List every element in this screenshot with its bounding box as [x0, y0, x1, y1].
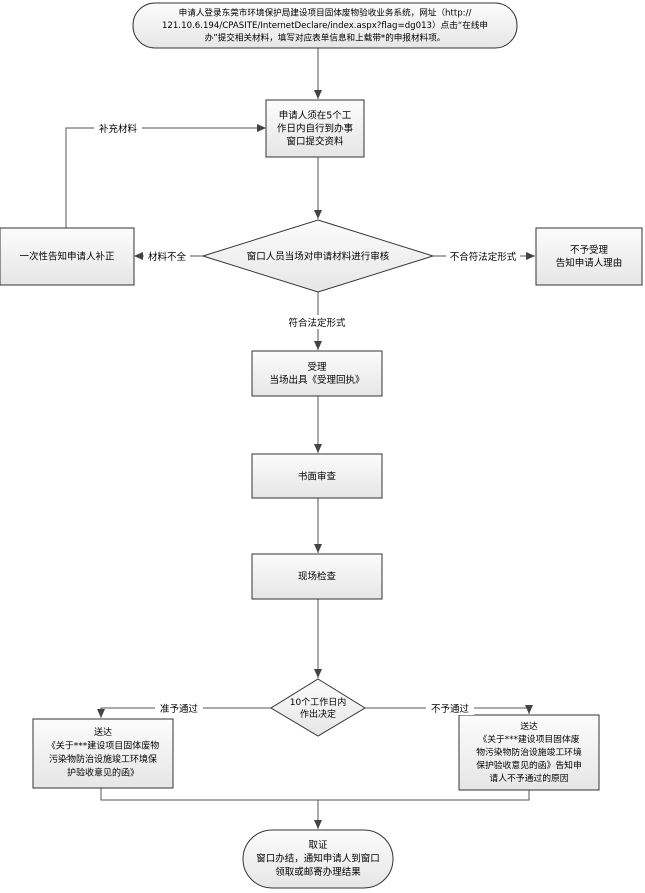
node-text-line: 当场出具《受理回执》 [269, 374, 364, 386]
node-text-line: 《关于***建设项目固体废物 [47, 740, 160, 752]
edge-label-incomplete: 材料不全 [148, 251, 187, 263]
node-text-line: 121.10.6.194/CPASITE/InternetDeclare/ind… [162, 19, 488, 31]
node-text-line: 请人不予通过的原因 [489, 772, 568, 784]
review-label: 窗口人员当场对申请材料进行审核 [247, 250, 390, 262]
deny-doc-label: 送达《关于***建设项目固体废物污染物防治设施竣工环境保护验收意见的函》告知申请… [476, 720, 582, 784]
accept-node-shape [251, 350, 383, 397]
edge-decision-to-deny [365, 705, 533, 714]
node-text-line: 一次性告知申请人补正 [19, 250, 115, 262]
node-text-line: 污染物防治设施竣工环境保 [49, 753, 157, 765]
node-text-line: 申请人须在5个工 [279, 109, 352, 121]
node-text-line: 领取或邮寄办理结果 [275, 866, 361, 878]
accept-label: 受理当场出具《受理回执》 [269, 361, 364, 386]
edge-notify-to-submit [65, 124, 266, 228]
edge-approve-merge [100, 788, 318, 801]
written-review-node-shape [251, 453, 383, 499]
node-text-line: 办”提交相关材料，填写对应表单信息和上载带*的申报材料项。 [205, 32, 446, 44]
node-text-line: 送达 [94, 726, 112, 738]
node-text-line: 作日内自行到办事 [277, 122, 354, 134]
node-text-line: 受理 [307, 361, 327, 373]
edge-label-compliant: 符合法定形式 [288, 317, 346, 329]
start-label: 申请人登录东莞市环境保护局建设项目固体废物验收业务系统，网址（http://12… [162, 7, 488, 44]
node-text-line: 护验收意见的函》 [67, 767, 139, 779]
node-text-line: 书面审查 [298, 470, 337, 482]
node-text-line: 告知申请人理由 [556, 257, 623, 269]
node-text-line: 窗口提交资料 [286, 135, 344, 147]
node-text-line: 10个工作日内 [290, 696, 346, 708]
edge-label-supplement: 补充材料 [99, 123, 138, 135]
submit-label: 申请人须在5个工作日内自行到办事窗口提交资料 [277, 109, 354, 147]
start-node-shape [132, 2, 518, 49]
site-check-label: 现场检查 [298, 570, 337, 582]
notify-node-shape [0, 227, 135, 286]
edge-label-denied: 不予通过 [431, 703, 470, 715]
approve-doc-label: 送达《关于***建设项目固体废物污染物防治设施竣工环境保护验收意见的函》 [47, 726, 160, 779]
edge-label-approved: 准予通过 [160, 703, 199, 715]
node-text-line: 取证 [308, 840, 328, 851]
deny-doc-node-shape [458, 714, 600, 791]
edge-labels: 补充材料 材料不全 不合符法定形式 符合法定形式 准予通过 不予通过 [94, 121, 520, 715]
submit-node-shape [265, 99, 365, 158]
node-text-line: 现场检查 [298, 570, 337, 582]
node-text-line: 保护验收意见的函》告知申 [476, 759, 582, 771]
end-node-shape [242, 829, 394, 889]
site-check-node-shape [251, 553, 383, 600]
node-text-line: 《关于***建设项目固体废 [478, 733, 579, 745]
node-text-line: 不予受理 [570, 244, 609, 256]
reject-node-shape [535, 227, 643, 286]
node-text-line: 窗口人员当场对申请材料进行审核 [247, 250, 390, 262]
approve-doc-node-shape [32, 718, 174, 789]
node-labels: 申请人登录东莞市环境保护局建设项目固体废物验收业务系统，网址（http://12… [19, 7, 622, 878]
edge-decision-to-approve [97, 707, 271, 718]
review-node-shape [201, 219, 435, 293]
decision-node-shape [270, 678, 366, 737]
node-text-line: 窗口办结，通知申请人到窗口 [256, 852, 380, 864]
edge-label-not-compliant: 不合符法定形式 [450, 251, 517, 263]
edges [65, 48, 535, 829]
node-text-line: 物污染物防治设施竣工环境 [476, 746, 582, 758]
reject-label: 不予受理告知申请人理由 [556, 244, 623, 269]
node-text-line: 申请人登录东莞市环境保护局建设项目固体废物验收业务系统，网址（http:// [179, 7, 472, 19]
decision-label: 10个工作日内作出决定 [290, 696, 346, 720]
edge-deny-merge [318, 790, 530, 801]
node-text-line: 作出决定 [300, 708, 336, 720]
end-label: 取证窗口办结，通知申请人到窗口领取或邮寄办理结果 [256, 840, 380, 878]
written-review-label: 书面审查 [298, 470, 337, 482]
notify-supplement-label: 一次性告知申请人补正 [19, 250, 115, 262]
node-text-line: 送达 [520, 720, 538, 732]
